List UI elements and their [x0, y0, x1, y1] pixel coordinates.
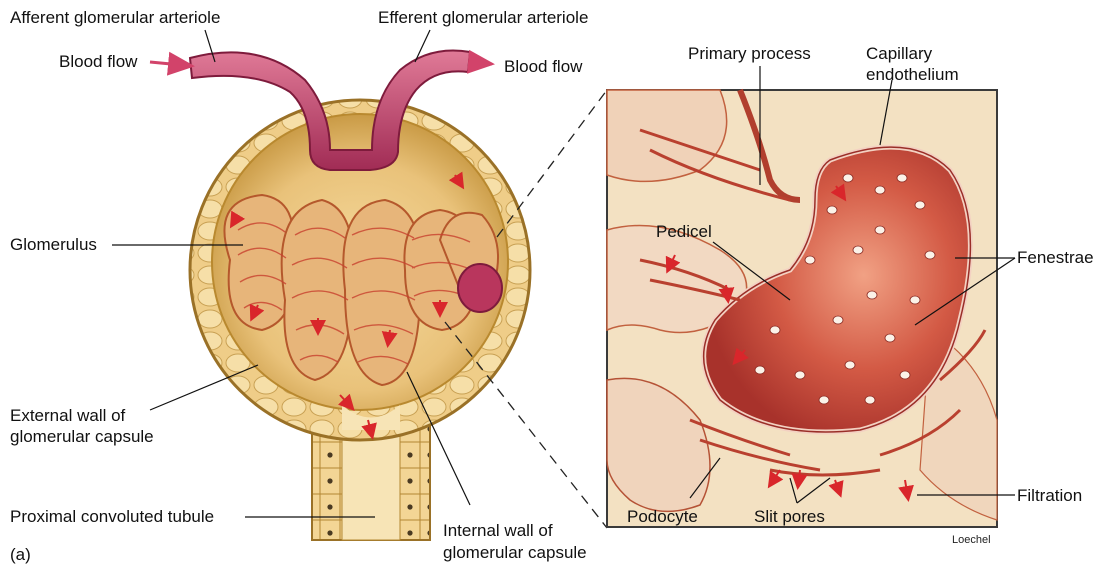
label-capillary-line2: endothelium [866, 65, 959, 85]
label-fenestrae: Fenestrae [1017, 248, 1094, 268]
label-internal-wall-line2: glomerular capsule [443, 543, 587, 563]
label-external-wall-line2: glomerular capsule [10, 427, 154, 447]
label-external-wall-line1: External wall of [10, 406, 125, 426]
label-podocyte: Podocyte [627, 507, 698, 527]
label-afferent-arteriole: Afferent glomerular arteriole [10, 8, 220, 28]
label-blood-flow-out: Blood flow [504, 57, 582, 77]
label-pedicel: Pedicel [656, 222, 712, 242]
arteriole-bulge [458, 264, 502, 312]
illustrator-credit: Loechel [952, 534, 991, 546]
label-slit-pores: Slit pores [754, 507, 825, 527]
label-panel-letter: (a) [10, 545, 31, 565]
label-primary-process: Primary process [688, 44, 811, 64]
label-proximal-tubule: Proximal convoluted tubule [10, 507, 214, 527]
label-glomerulus: Glomerulus [10, 235, 97, 255]
zoom-panel [607, 90, 997, 527]
label-blood-flow-in: Blood flow [59, 52, 137, 72]
label-internal-wall-line1: Internal wall of [443, 521, 553, 541]
label-capillary-line1: Capillary [866, 44, 932, 64]
label-efferent-arteriole: Efferent glomerular arteriole [378, 8, 588, 28]
label-filtration: Filtration [1017, 486, 1082, 506]
